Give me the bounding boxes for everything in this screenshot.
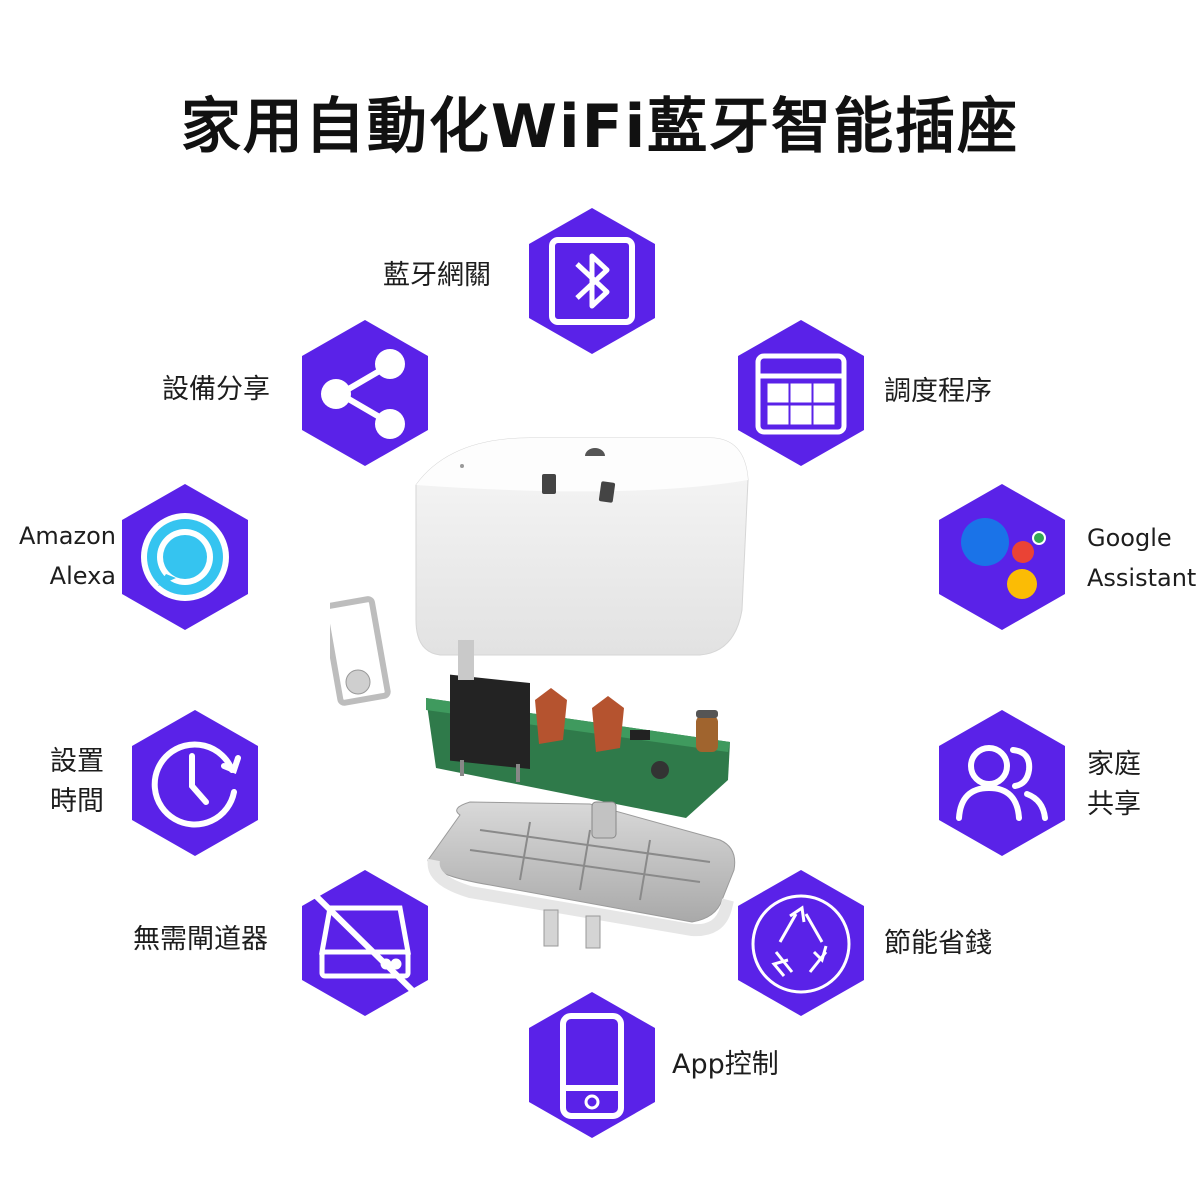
- label-app-control: App控制: [672, 1049, 779, 1080]
- family-users-icon: [956, 745, 1048, 821]
- label-no-gateway: 無需閘道器: [133, 924, 268, 955]
- schedule-badge: [726, 318, 876, 468]
- no-gateway-badge: [290, 868, 440, 1018]
- phone-icon: [560, 1013, 624, 1119]
- share-icon: [321, 349, 405, 439]
- label-schedule: 調度程序: [884, 376, 992, 407]
- label-energy-saving: 節能省錢: [884, 928, 992, 959]
- set-timer-badge: [120, 708, 270, 858]
- app-control-badge: [517, 990, 667, 1140]
- energy-saving-badge: [726, 868, 876, 1018]
- label-family-sharing: 家庭共享: [1087, 749, 1141, 820]
- bluetooth-gateway-badge: [517, 206, 667, 356]
- page-title: 家用自動化WiFi藍牙智能插座: [180, 92, 1020, 162]
- recycle-icon: [751, 894, 851, 994]
- alexa-icon: [141, 513, 229, 601]
- label-device-sharing: 設備分享: [162, 374, 270, 405]
- no-router-icon: [313, 893, 417, 995]
- clock-timer-icon: [151, 741, 241, 828]
- label-set-timer: 設置時間: [50, 746, 104, 817]
- family-sharing-badge: [927, 708, 1077, 858]
- google-assistant-icon: [961, 518, 1046, 599]
- bluetooth-icon: [549, 237, 635, 325]
- calendar-grid-icon: [755, 353, 847, 435]
- device-sharing-badge: [290, 318, 440, 468]
- google-assistant-badge: [927, 482, 1077, 632]
- amazon-alexa-badge: [110, 482, 260, 632]
- label-bluetooth-gateway: 藍牙網關: [383, 260, 491, 291]
- smart-plug-exploded-illustration: [330, 430, 770, 950]
